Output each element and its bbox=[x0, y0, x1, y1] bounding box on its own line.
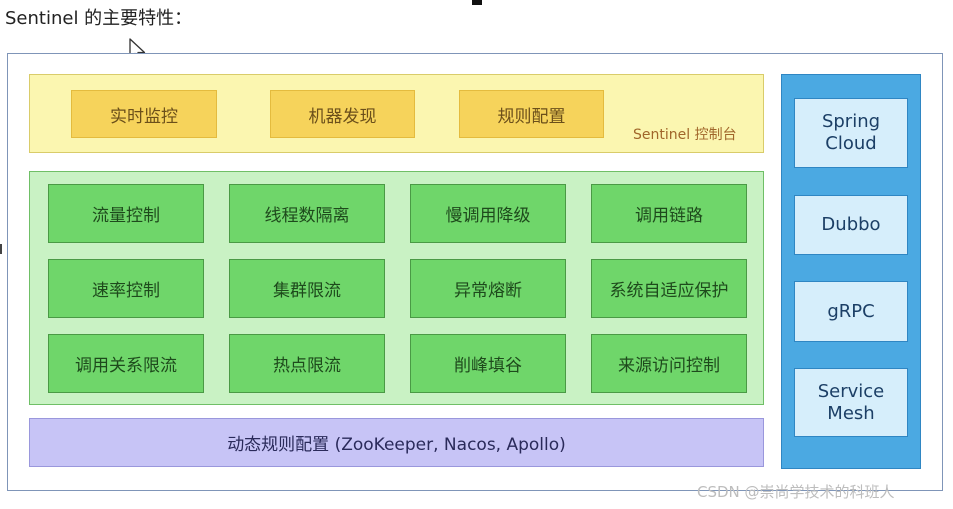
console-item-realtime-monitoring: 实时监控 bbox=[71, 90, 217, 138]
ecosystem-dubbo: Dubbo bbox=[794, 195, 908, 255]
feature-rate-control: 速率控制 bbox=[48, 259, 204, 318]
feature-origin-access-control: 来源访问控制 bbox=[591, 334, 747, 393]
console-item-machine-discovery: 机器发现 bbox=[270, 90, 415, 138]
console-label: Sentinel 控制台 bbox=[633, 127, 737, 143]
page-title: Sentinel 的主要特性： bbox=[5, 8, 193, 29]
left-edge-mark bbox=[0, 244, 2, 254]
ecosystem-grpc: gRPC bbox=[794, 281, 908, 342]
feature-slow-call-degrade: 慢调用降级 bbox=[410, 184, 566, 243]
feature-exception-circuit-break: 异常熔断 bbox=[410, 259, 566, 318]
feature-flow-control: 流量控制 bbox=[48, 184, 204, 243]
feature-thread-isolation: 线程数隔离 bbox=[229, 184, 385, 243]
feature-peak-shaving: 削峰填谷 bbox=[410, 334, 566, 393]
ecosystem-spring-cloud: Spring Cloud bbox=[794, 98, 908, 168]
ecosystem-service-mesh: Service Mesh bbox=[794, 368, 908, 437]
console-item-rule-config: 规则配置 bbox=[459, 90, 604, 138]
feature-relation-limit: 调用关系限流 bbox=[48, 334, 204, 393]
feature-call-chain: 调用链路 bbox=[591, 184, 747, 243]
feature-hotspot-limit: 热点限流 bbox=[229, 334, 385, 393]
top-edge-mark bbox=[472, 0, 482, 5]
feature-cluster-limit: 集群限流 bbox=[229, 259, 385, 318]
feature-system-adaptive-protection: 系统自适应保护 bbox=[591, 259, 747, 318]
dynamic-rules-bar: 动态规则配置 (ZooKeeper, Nacos, Apollo) bbox=[29, 418, 764, 467]
watermark: CSDN @崇尚学技术的科班人 bbox=[697, 483, 895, 501]
